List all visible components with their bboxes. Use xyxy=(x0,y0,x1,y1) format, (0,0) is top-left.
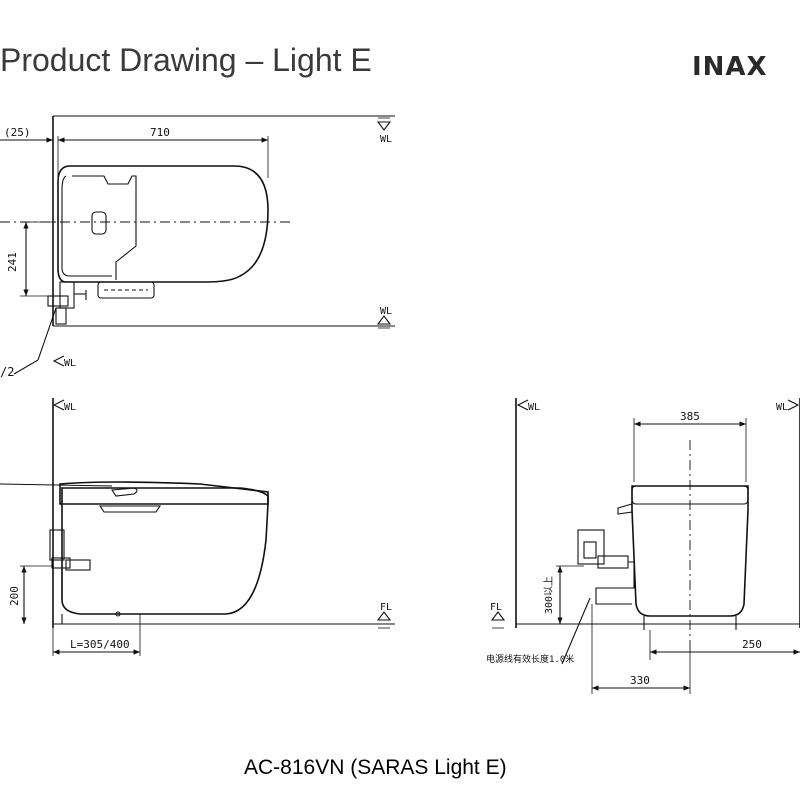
front-fl-label: FL xyxy=(490,602,502,613)
dim-330-label: 330 xyxy=(630,674,650,687)
model-caption: AC-816VN (SARAS Light E) xyxy=(244,756,507,779)
side-fl-label: FL xyxy=(380,602,392,613)
front-wl-right-label: WL xyxy=(776,402,788,413)
dim-200-label: 200 xyxy=(8,586,21,606)
dim-241-label: 241 xyxy=(6,252,19,272)
dim-length-label: 710 xyxy=(150,126,170,139)
dim-385-label: 385 xyxy=(680,410,700,423)
dim-300-label: 300以上 xyxy=(543,576,555,614)
wl-top-label: WL xyxy=(380,134,392,145)
page-title: Product Drawing – Light E xyxy=(0,42,372,78)
side-view xyxy=(0,398,395,656)
front-view xyxy=(490,398,800,694)
front-wl-left-label: WL xyxy=(528,402,540,413)
dim-l-label: L=305/400 xyxy=(70,638,130,651)
top-view xyxy=(0,115,395,375)
wl-bottom-label: WL xyxy=(380,306,392,317)
wl-left-label: WL xyxy=(64,358,76,369)
partial-label: /2 xyxy=(0,365,14,379)
side-wl-label: WL xyxy=(64,402,76,413)
dim-offset-label: (25) xyxy=(4,126,31,139)
cord-note: 电源线有效长度1.0米 xyxy=(486,653,574,665)
brand-logo: INAX xyxy=(692,52,768,82)
dim-250-label: 250 xyxy=(742,638,762,651)
